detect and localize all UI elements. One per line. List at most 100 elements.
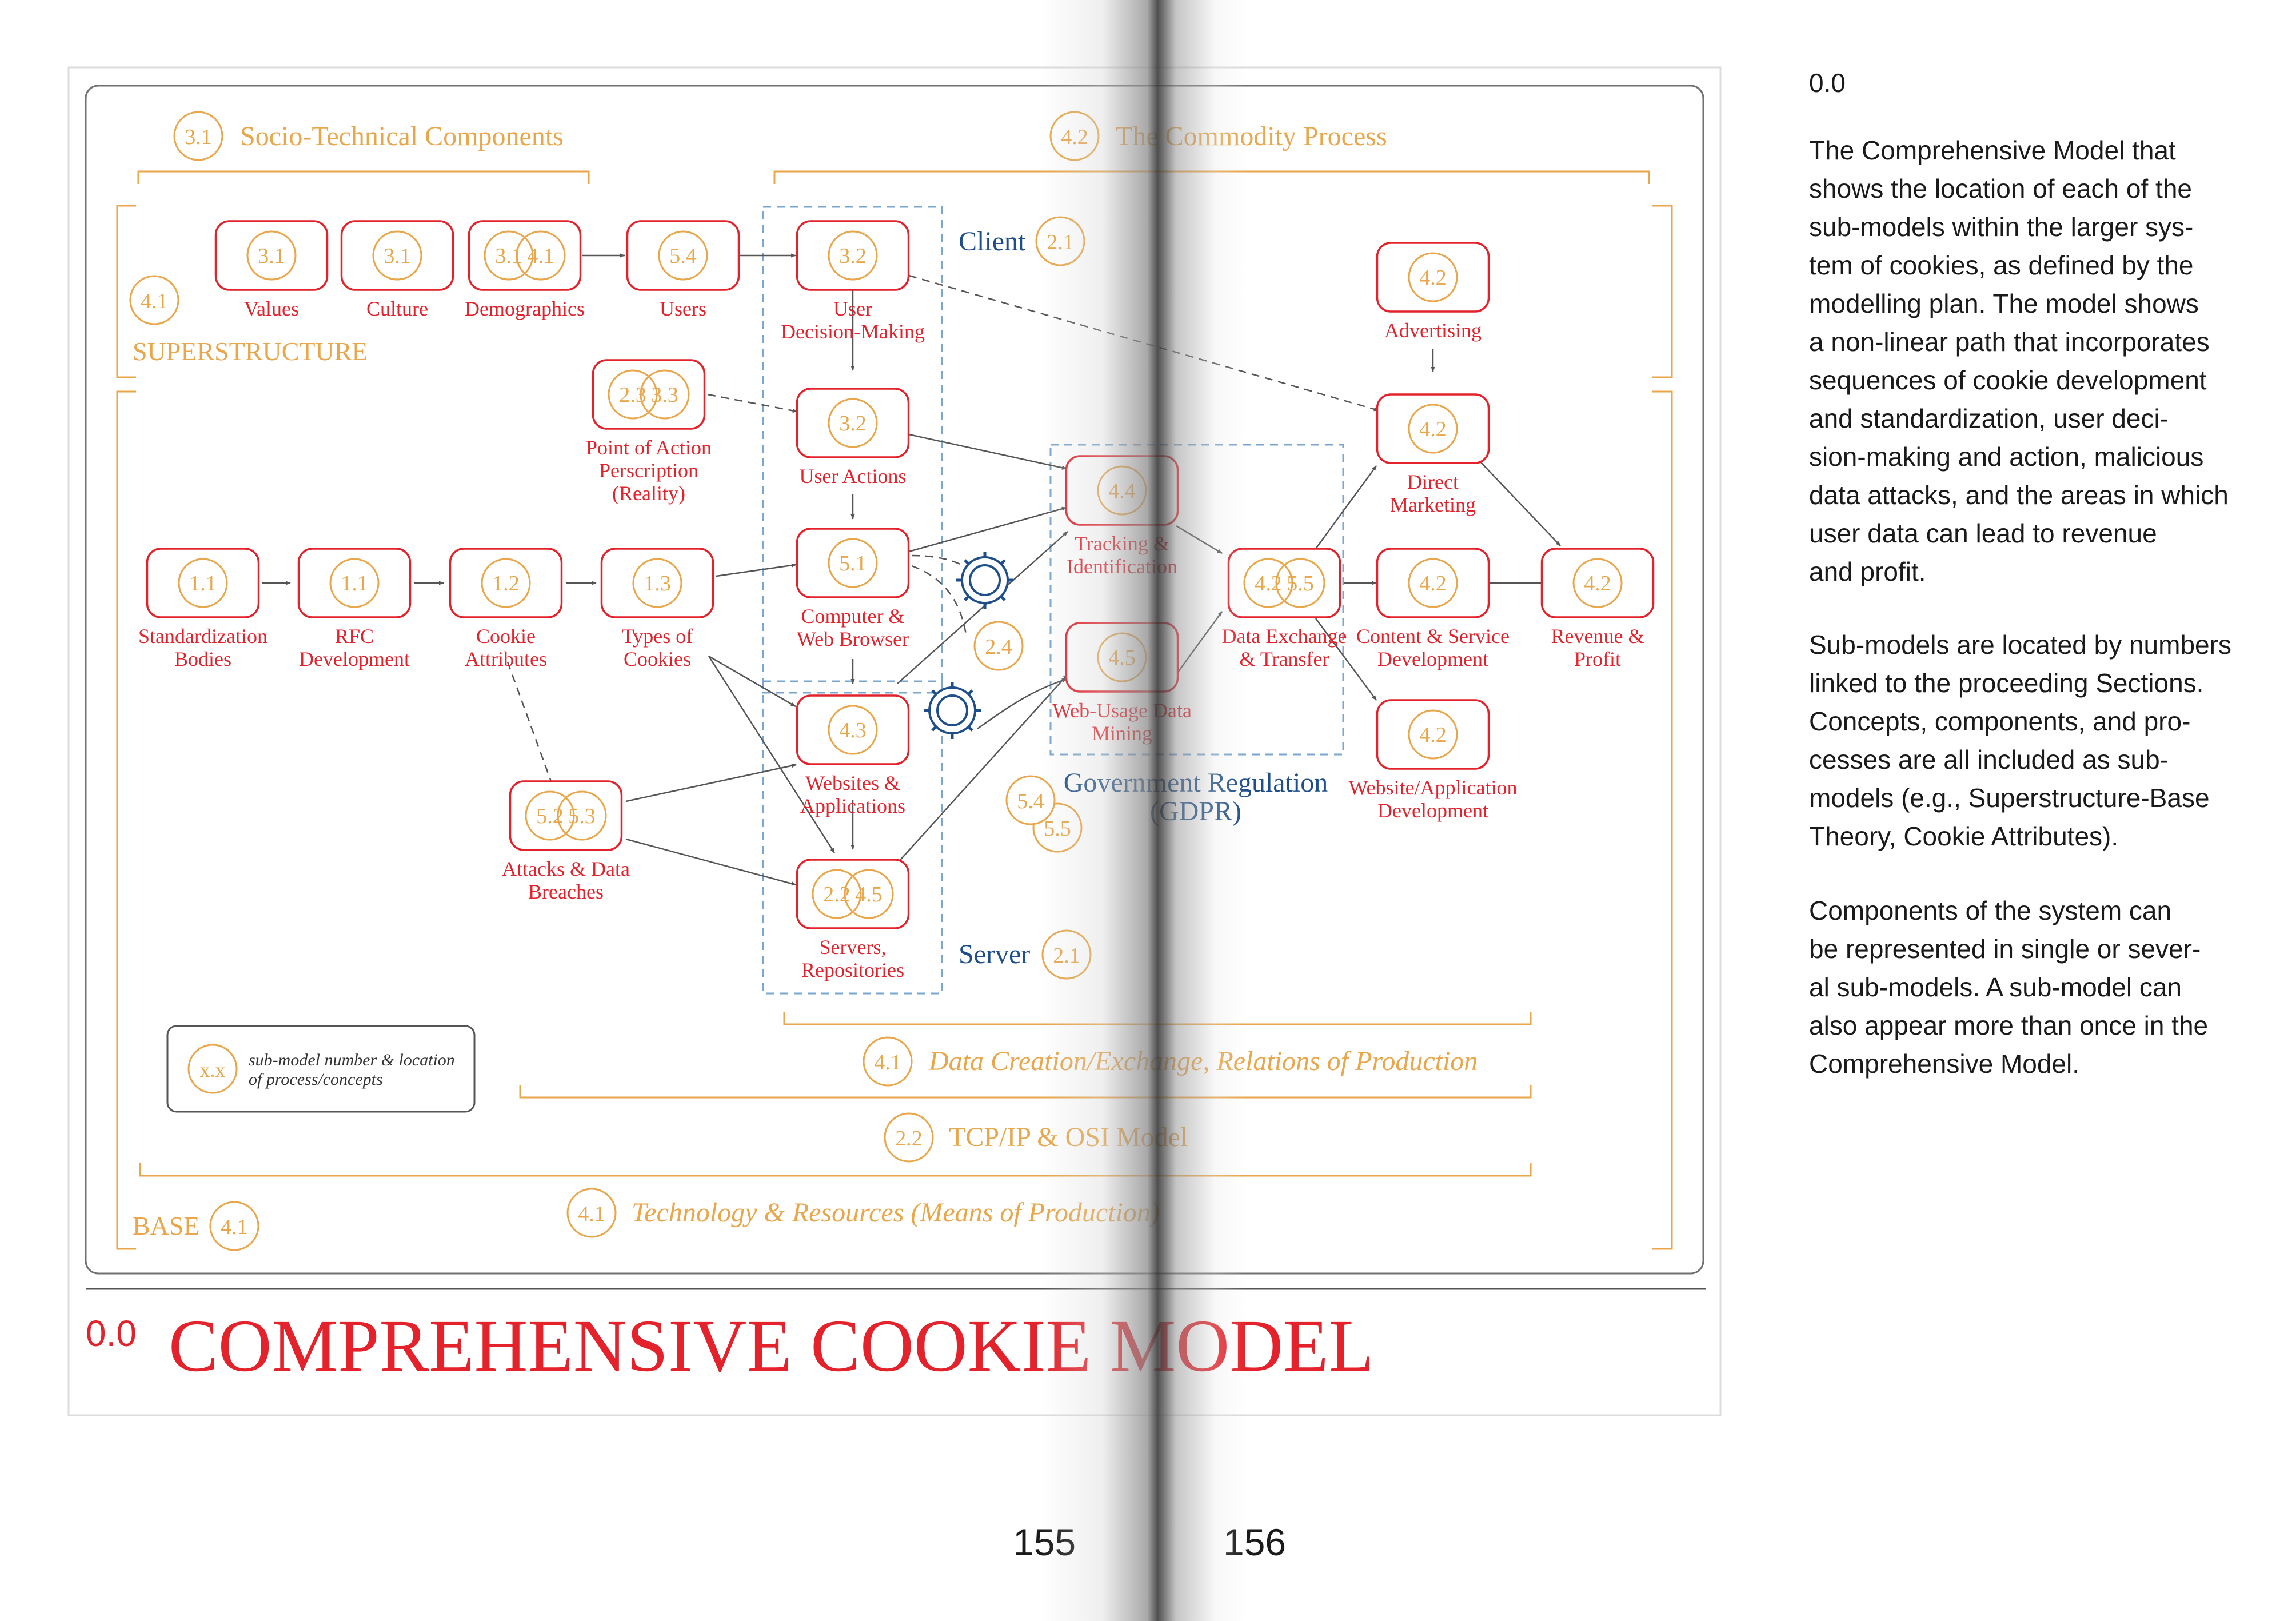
node-badge-num: 1.2 — [492, 572, 520, 596]
side-text-line: user data can lead to revenue — [1809, 518, 2157, 548]
socio-technical-badge-num: 3.1 — [185, 125, 212, 149]
node-badge — [658, 230, 708, 281]
node-label: Applications — [800, 794, 905, 817]
node-label: Attributes — [465, 648, 547, 670]
node-box — [796, 528, 910, 598]
side-text-line: sequences of cookie development — [1809, 365, 2207, 395]
node-box — [592, 359, 706, 430]
node-badge-num: 4.5 — [1108, 646, 1136, 670]
side-text-line: al sub-models. A sub-model can — [1809, 972, 2182, 1002]
government-label-line2: (GDPR) — [1150, 796, 1241, 827]
badge-2-4-num: 2.4 — [985, 635, 1012, 659]
technology-badge-num: 4.1 — [578, 1202, 605, 1226]
server-region — [762, 680, 943, 995]
node-badge — [1275, 558, 1325, 608]
node-label: Servers, — [820, 936, 887, 959]
node-label: Users — [660, 297, 706, 320]
node-label: Identification — [1067, 555, 1177, 578]
side-text-line: models (e.g., Superstructure-Base — [1809, 783, 2210, 813]
legend-badge-num: x.x — [200, 1059, 226, 1081]
node-badge — [372, 230, 422, 281]
client-badge-num: 2.1 — [1047, 230, 1074, 254]
node-badge-num: 4.3 — [839, 718, 867, 742]
node-label: Cookies — [624, 648, 691, 670]
node-box — [796, 220, 910, 291]
node-label: Bodies — [174, 648, 231, 670]
node-box — [1376, 548, 1490, 618]
node-label: Marketing — [1390, 493, 1476, 516]
commodity-badge-num: 4.2 — [1061, 125, 1088, 149]
node-label: Computer & — [801, 605, 905, 628]
node-badge-num: 4.5 — [855, 883, 883, 907]
node-label: Content & Service — [1356, 625, 1510, 648]
node-badge-num: 1.3 — [644, 572, 671, 596]
server-label: Server — [959, 939, 1030, 969]
node-badge — [608, 369, 658, 420]
superstructure-badge-num: 4.1 — [141, 289, 168, 313]
side-text-line: Components of the system can — [1809, 896, 2172, 925]
node-badge-num: 5.3 — [568, 804, 596, 828]
node-box — [146, 548, 260, 618]
node-badge — [844, 869, 894, 919]
node-badge — [812, 869, 862, 919]
node-label: Data Exchange — [1222, 625, 1347, 648]
legend-line1: sub-model number & location — [249, 1051, 455, 1069]
node-label: Development — [1377, 799, 1488, 822]
node-badge — [557, 790, 607, 841]
node-box — [468, 220, 582, 291]
commodity-label: The Commodity Process — [1116, 121, 1387, 151]
node-badge-num: 1.1 — [341, 572, 368, 596]
server-badge-num: 2.1 — [1053, 944, 1080, 968]
node-badge — [1408, 404, 1458, 454]
cookie-symbol-upper — [956, 552, 1013, 609]
node-box — [1376, 393, 1490, 464]
legend-line2: of process/concepts — [249, 1070, 383, 1089]
node-label: Development — [1377, 648, 1488, 670]
node-box — [796, 859, 910, 929]
node-badge-num: 4.2 — [1419, 266, 1447, 290]
tcpip-badge — [884, 1112, 934, 1163]
badge-5-4-num: 5.4 — [1017, 789, 1044, 813]
node-box — [1540, 548, 1655, 618]
data-creation-badge-num: 4.1 — [874, 1051, 901, 1075]
side-text-line: Comprehensive Model. — [1809, 1049, 2080, 1079]
node-label: Types of — [622, 625, 693, 648]
node-badge-num: 1.1 — [189, 572, 217, 596]
government-label-line1: Government Regulation — [1064, 768, 1328, 798]
base-badge — [209, 1201, 259, 1251]
cookie-symbol-lower — [924, 682, 981, 739]
node-box — [626, 220, 740, 291]
badge-5-5-num: 5.5 — [1044, 817, 1071, 841]
node-label: Revenue & — [1551, 625, 1644, 648]
node-badge-num: 4.2 — [1419, 723, 1447, 747]
legend-badge — [187, 1044, 238, 1094]
node-label: Web Browser — [797, 628, 909, 650]
node-label: User Actions — [800, 465, 907, 488]
node-badge — [525, 790, 575, 841]
side-text-line: sub-models within the larger sys- — [1809, 212, 2194, 242]
node-box — [509, 780, 623, 851]
node-badge-num: 4.1 — [527, 244, 554, 268]
node-badge-num: 5.1 — [839, 552, 867, 576]
node-badge — [178, 558, 228, 608]
node-badge — [481, 558, 531, 608]
badge-2-4 — [973, 621, 1024, 671]
node-badge-num: 5.4 — [669, 244, 697, 268]
node-badge-num: 4.2 — [1584, 572, 1611, 596]
node-label: Repositories — [801, 959, 904, 981]
